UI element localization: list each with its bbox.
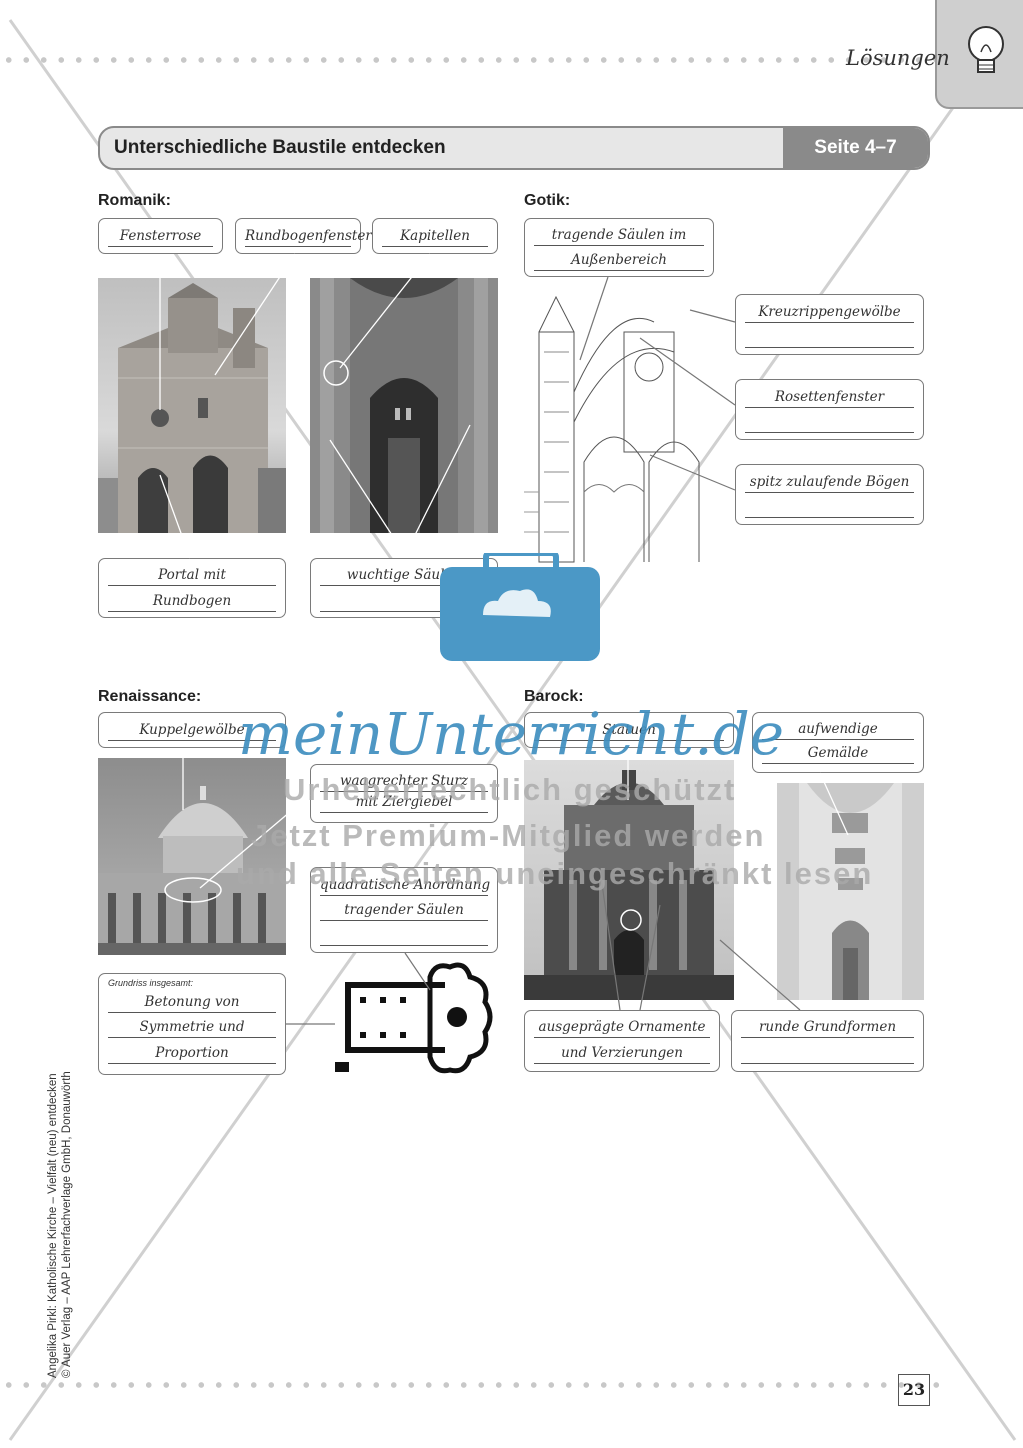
photo-baroque-facade [524, 760, 734, 1000]
label-grundriss-line2: Symmetrie und [108, 1013, 276, 1038]
credit-line-2: © Auer Verlag – AAP Lehrerfachverlage Gm… [61, 1071, 73, 1378]
label-box-kreuzrippengewoelbe: Kreuzrippengewölbe [735, 294, 924, 355]
grundriss-caption: Grundriss insgesamt: [108, 978, 194, 988]
label-grundriss-line3: Proportion [108, 1039, 276, 1064]
label-box-fensterrose: Fensterrose [98, 218, 223, 254]
watermark-brand: meinUnterricht.de [238, 700, 785, 768]
empty-answer-line [320, 587, 488, 612]
label-kuppelgewoelbe: Kuppelgewölbe [108, 716, 276, 741]
photo-romanesque-cathedral [98, 278, 286, 533]
watermark-line3: und alle Seiten uneingeschränkt lesen [236, 856, 874, 891]
label-kapitellen: Kapitellen [382, 222, 488, 247]
label-spitz-zulaufende-boegen: spitz zulaufende Bögen [745, 468, 914, 493]
label-anordnung-line2: tragender Säulen [320, 896, 488, 921]
empty-answer-line [745, 408, 914, 433]
label-box-spitzboegen: spitz zulaufende Bögen [735, 464, 924, 525]
empty-answer-line [741, 1039, 914, 1064]
label-grundriss-line1: Betonung von [108, 988, 276, 1013]
label-tragende-saeulen-line2: Außenbereich [534, 246, 704, 271]
label-anordnung-line1: quadratische Anordnung [320, 871, 490, 896]
empty-answer-line [745, 493, 914, 518]
label-box-statuen: Statuen [524, 712, 734, 748]
sketch-gothic-cathedral [524, 292, 724, 572]
label-kreuzrippengewoelbe: Kreuzrippengewölbe [745, 298, 914, 323]
credit-line-1: Angelika Pirkl: Katholische Kirche – Vie… [47, 1073, 59, 1378]
label-box-ornamente: ausgeprägte Ornamente und Verzierungen [524, 1010, 720, 1072]
heading-renaissance: Renaissance: [98, 688, 202, 705]
label-runde-grundformen: runde Grundformen [741, 1013, 914, 1038]
label-box-gemaelde: aufwendige Gemälde [752, 712, 924, 773]
heading-barock: Barock: [524, 688, 584, 705]
heading-romanik: Romanik: [98, 192, 171, 209]
empty-answer-line [320, 921, 488, 946]
title-bar: Unterschiedliche Baustile entdecken Seit… [98, 126, 930, 170]
copyright-credit: Angelika Pirkl: Katholische Kirche – Vie… [46, 1018, 74, 1378]
label-box-rundbogenfenster: Rundbogenfenster [235, 218, 372, 254]
watermark-line1: Urheberrechtlich geschützt [283, 772, 737, 807]
label-sturz-line1: waagrechter Sturz [320, 767, 488, 792]
label-sturz-line2: mit Ziergiebel [320, 788, 488, 813]
label-portal-line2: Rundbogen [108, 587, 276, 612]
photo-baroque-interior [777, 783, 924, 1000]
label-portal-line1: Portal mit [108, 561, 276, 586]
watermark-line2: Jetzt Premium-Mitglied werden [251, 818, 766, 853]
top-dotted-rule [0, 55, 940, 65]
label-statuen: Statuen [534, 716, 724, 741]
photo-renaissance-basilica [98, 758, 286, 955]
label-ornamente-line2: und Verzierungen [534, 1039, 710, 1064]
page-title: Unterschiedliche Baustile entdecken [114, 137, 446, 158]
label-box-sturz: waagrechter Sturz mit Ziergiebel [310, 764, 498, 823]
label-rosettenfenster: Rosettenfenster [745, 383, 914, 408]
label-wuchtige-saeulen: wuchtige Säulen [320, 561, 488, 586]
label-box-anordnung: quadratische Anordnung tragender Säulen [310, 867, 498, 953]
floor-plan-drawing [335, 962, 495, 1077]
briefcase-cloud-icon [440, 553, 600, 661]
label-tragende-saeulen-line1: tragende Säulen im [534, 221, 704, 246]
label-fensterrose: Fensterrose [108, 222, 213, 247]
label-gemaelde-line2: Gemälde [762, 739, 914, 764]
label-gemaelde-line1: aufwendige [762, 715, 914, 740]
photo-romanesque-nave [310, 278, 498, 533]
label-box-kuppelgewoelbe: Kuppelgewölbe [98, 712, 286, 748]
page-number: 23 [898, 1374, 930, 1406]
label-rundbogenfenster: Rundbogenfenster [245, 222, 372, 247]
solutions-label: Lösungen [846, 46, 950, 70]
label-box-rosettenfenster: Rosettenfenster [735, 379, 924, 440]
label-box-portal: Portal mit Rundbogen [98, 558, 286, 618]
label-box-grundriss: Grundriss insgesamt: Betonung von Symmet… [98, 973, 286, 1075]
label-box-tragende-saeulen: tragende Säulen im Außenbereich [524, 218, 714, 277]
label-box-grundformen: runde Grundformen [731, 1010, 924, 1072]
lightbulb-icon [968, 26, 1004, 73]
page-reference: Seite 4–7 [783, 128, 928, 168]
bottom-dotted-rule [0, 1380, 945, 1390]
label-ornamente-line1: ausgeprägte Ornamente [534, 1013, 710, 1038]
heading-gotik: Gotik: [524, 192, 571, 209]
solutions-tab [935, 0, 1023, 109]
empty-answer-line [745, 323, 914, 348]
label-box-kapitellen: Kapitellen [372, 218, 498, 254]
